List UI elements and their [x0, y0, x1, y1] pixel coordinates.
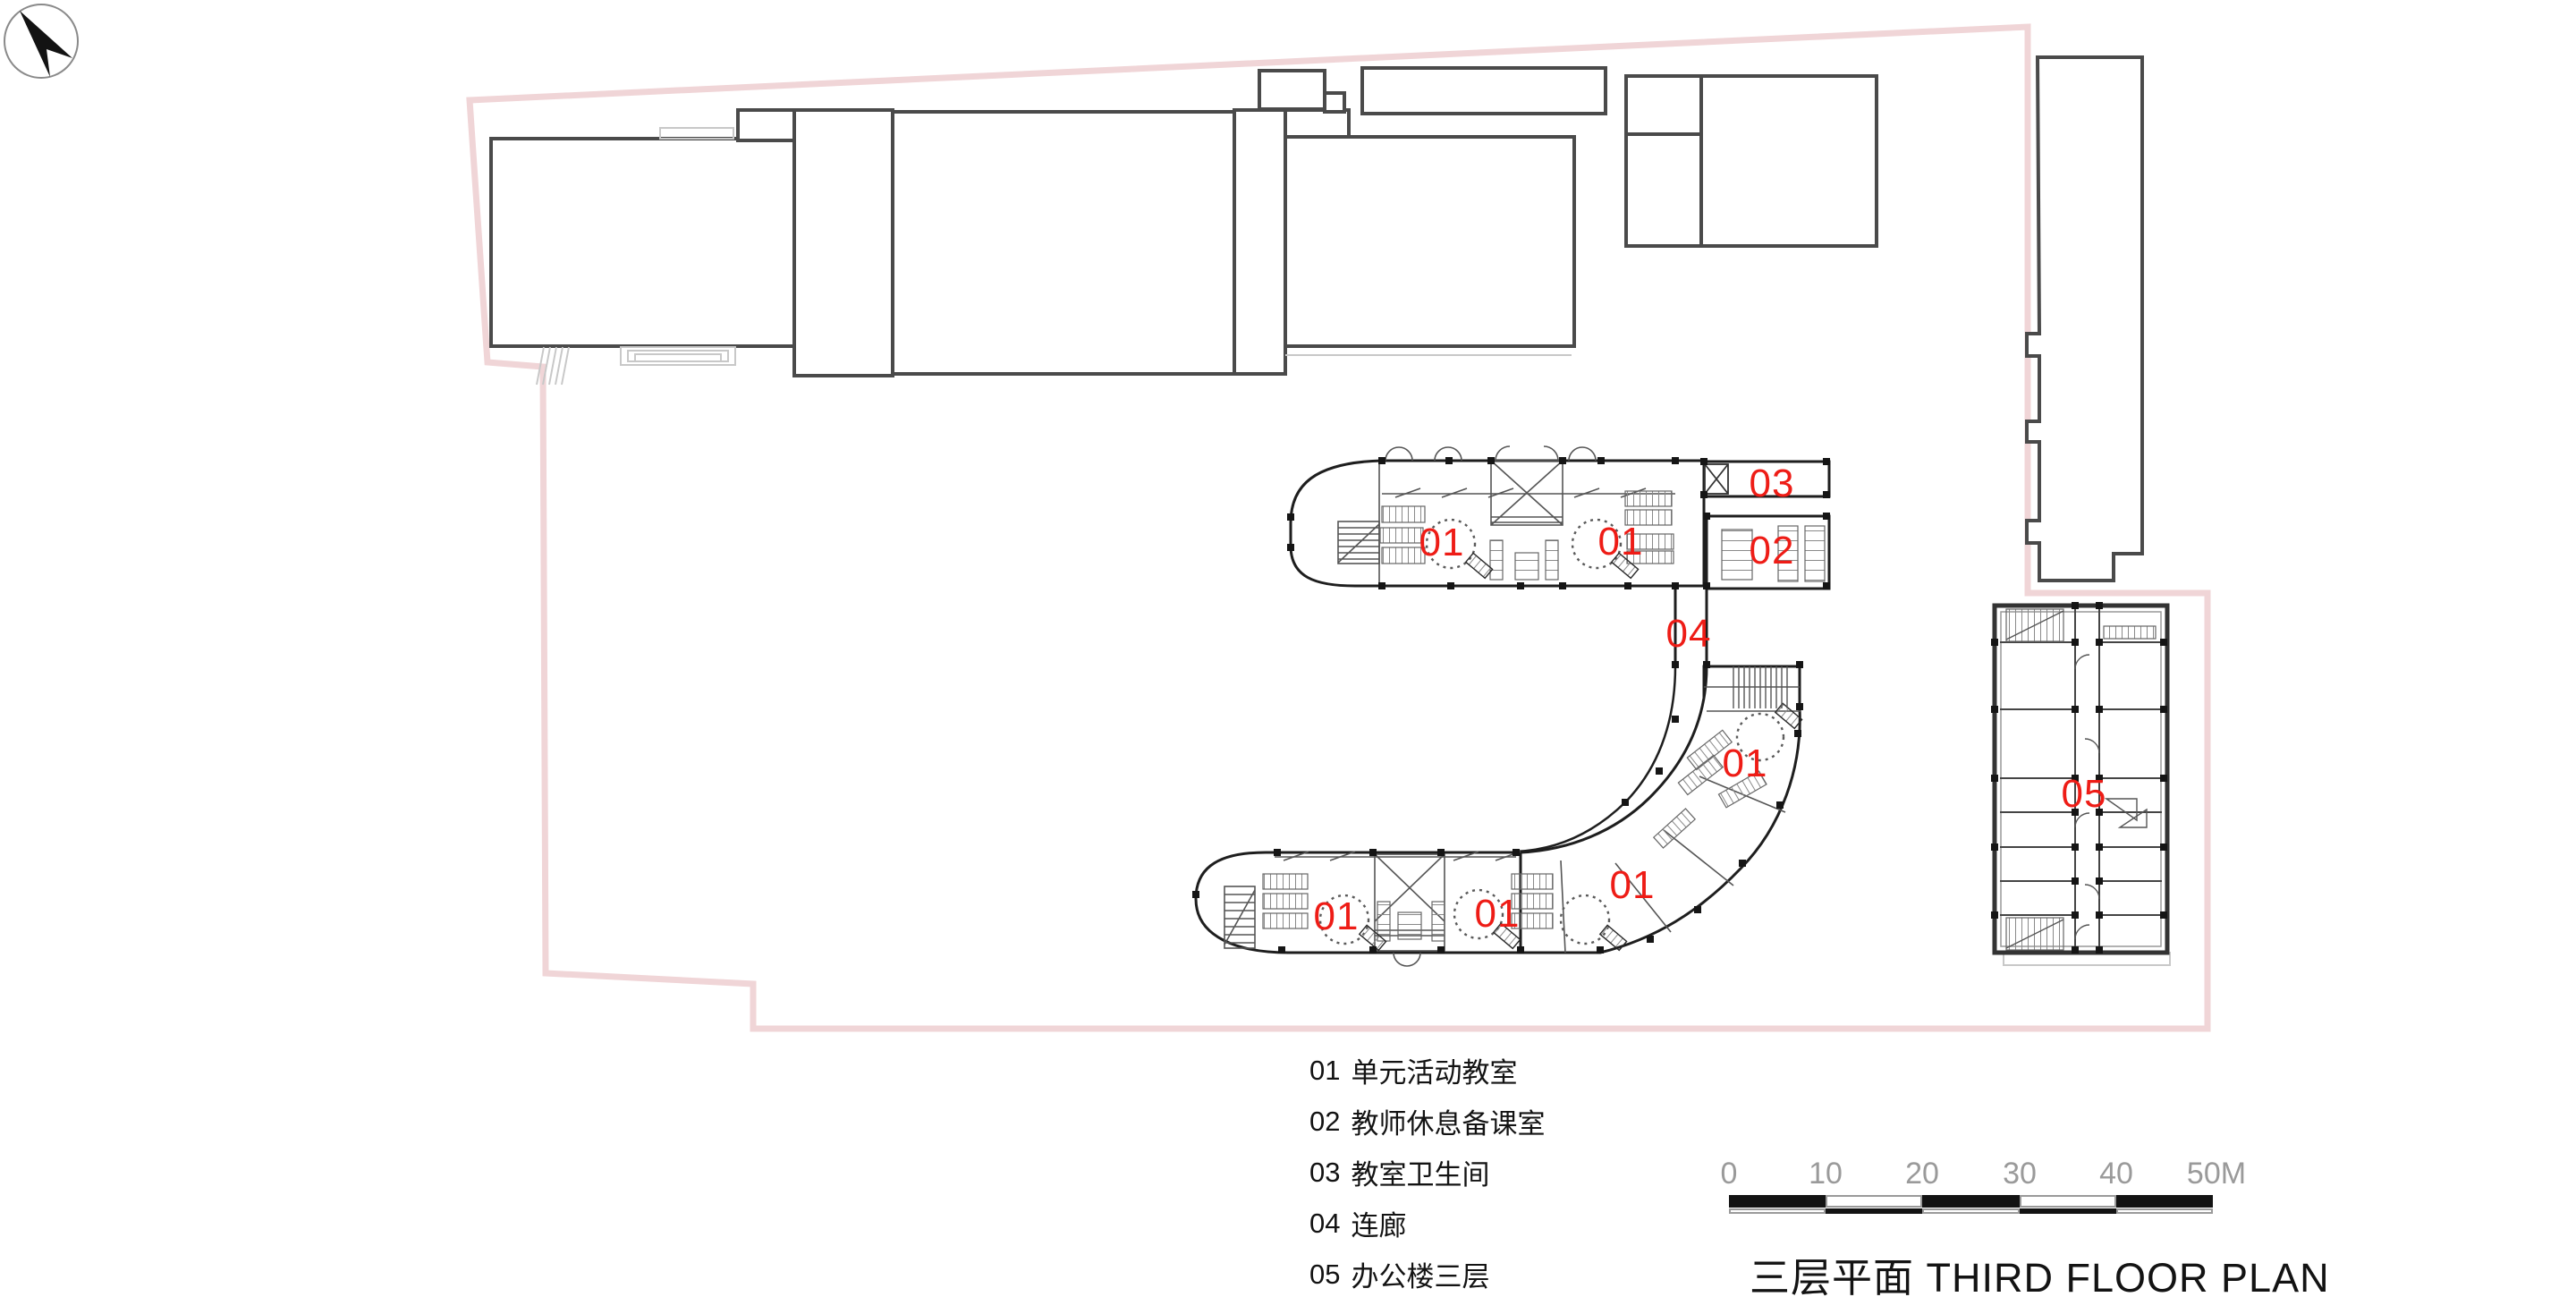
scale-tick: 20 [1905, 1157, 1939, 1191]
north-arrow-icon [4, 4, 79, 79]
scale-bar-lower [1729, 1208, 2213, 1214]
furniture-round-tables [1318, 518, 1785, 945]
room-label-01: 01 [1419, 521, 1465, 564]
room-label-01: 01 [1609, 863, 1656, 907]
legend-item-04: 04 连廊 [1309, 1198, 1545, 1249]
site-detail-lines [536, 127, 2171, 966]
drawing-title-zh: 三层平面 [1750, 1255, 1915, 1297]
furniture-desks [1358, 552, 1803, 952]
legend-item-05: 05 办公楼三层 [1309, 1249, 1545, 1297]
room-label-01: 01 [1313, 894, 1360, 938]
legend-item-code: 04 [1309, 1207, 1341, 1239]
legend: 01 单元活动教室 02 教师休息备课室 03 教室卫生间 04 连廊 05 办… [1309, 1045, 1545, 1297]
scale-tick: 10 [1809, 1157, 1843, 1191]
scale-tick: 0 [1720, 1157, 1738, 1191]
legend-item-01: 01 单元活动教室 [1309, 1045, 1545, 1096]
legend-item-label: 教师休息备课室 [1351, 1108, 1546, 1140]
site-boundary-line [466, 23, 2211, 1032]
room-label-02: 02 [1749, 529, 1795, 572]
room-label-05: 05 [2061, 772, 2107, 816]
drawing-title-en: THIRD FLOOR PLAN [1926, 1255, 2330, 1297]
legend-item-code: 03 [1309, 1156, 1341, 1188]
scale-tick: 30 [2003, 1157, 2037, 1191]
legend-item-03: 03 教室卫生间 [1309, 1147, 1545, 1198]
drawing-title: 三层平面 THIRD FLOOR PLAN [1750, 1245, 2330, 1297]
legend-item-code: 05 [1309, 1258, 1341, 1290]
scale-bar-upper [1729, 1195, 2213, 1208]
scale-bar: 0 10 20 30 40 50M [1721, 1157, 2246, 1214]
room-label-03: 03 [1749, 462, 1795, 505]
context-buildings [489, 55, 2144, 582]
legend-item-code: 02 [1309, 1105, 1341, 1137]
elevator-shaft [1704, 463, 1729, 495]
room-label-04: 04 [1665, 612, 1712, 656]
curved-wing-outline [1519, 665, 1801, 954]
furniture-cubbies [1262, 490, 1826, 942]
room-label-01: 01 [1722, 742, 1768, 785]
legend-item-label: 办公楼三层 [1351, 1261, 1490, 1293]
room-label-01: 01 [1597, 520, 1644, 564]
legend-item-code: 01 [1309, 1054, 1341, 1086]
scale-tick: 50M [2186, 1157, 2247, 1191]
legend-item-02: 02 教师休息备课室 [1309, 1096, 1545, 1147]
link-stair-treads [1704, 666, 1800, 708]
legend-item-label: 连廊 [1351, 1210, 1407, 1242]
legend-item-label: 单元活动教室 [1351, 1057, 1518, 1089]
scale-bar-ticks: 0 10 20 30 40 50M [1721, 1157, 2247, 1191]
room-label-01: 01 [1474, 892, 1521, 936]
legend-item-label: 教室卫生间 [1351, 1159, 1490, 1191]
scale-tick: 40 [2099, 1157, 2133, 1191]
